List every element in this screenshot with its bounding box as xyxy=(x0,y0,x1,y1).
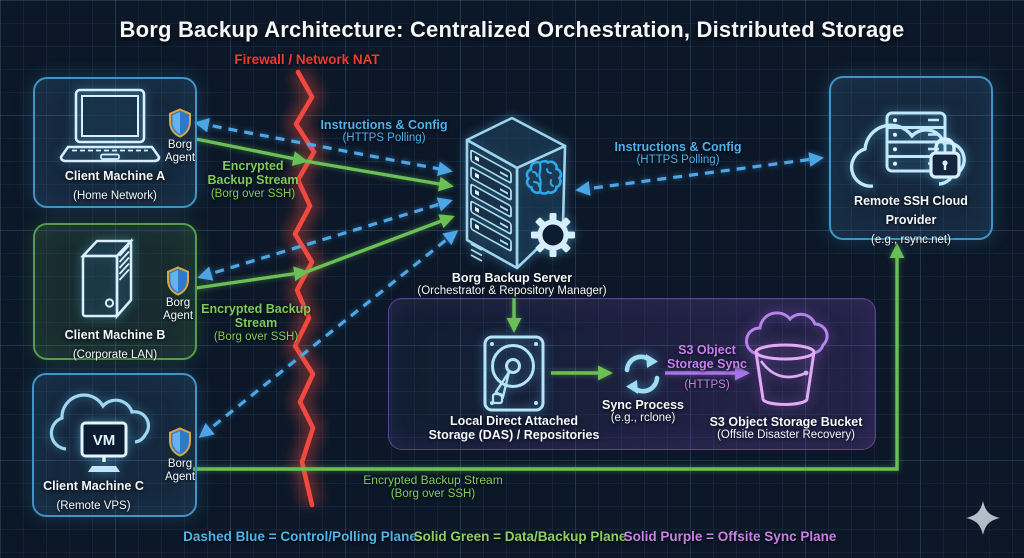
ctrl-remote-label: Instructions & Config (HTTPS Polling) xyxy=(614,140,742,167)
data-c-label: Encrypted Backup Stream (Borg over SSH) xyxy=(363,473,503,500)
legend-data-plane: Solid Green = Data/Backup Plane xyxy=(413,529,627,544)
gear-icon xyxy=(531,213,575,257)
ctrl-a-label: Instructions & Config (HTTPS Polling) xyxy=(320,118,448,145)
agent-label: Borg xyxy=(167,139,193,151)
server-label: Borg Backup Server (Orchestrator & Repos… xyxy=(417,271,607,298)
node-client-b: Borg Agent Client Machine B (Corporate L… xyxy=(33,223,197,362)
cloud-bucket-icon xyxy=(745,311,829,406)
laptop-icon xyxy=(59,88,161,163)
sparkle-icon xyxy=(966,501,1000,535)
hard-drive-icon xyxy=(483,335,545,412)
agent-label: Agent xyxy=(162,310,194,323)
legend-offsite-plane: Solid Purple = Offsite Sync Plane xyxy=(623,529,837,544)
cloud-vm-icon: VM xyxy=(49,393,150,472)
edge-data-a2 xyxy=(304,159,454,192)
node-client-c: VM Borg Agent Client Machine C (Remote V… xyxy=(32,373,197,517)
edge-data-b2 xyxy=(305,214,455,274)
s3-https-label: (HTTPS) xyxy=(684,379,730,391)
node-remote-provider: Remote SSH Cloud Provider (e.g., rsync.n… xyxy=(829,76,993,246)
borg-agent-badge-c: Borg Agent xyxy=(157,427,203,484)
agent-label: Borg xyxy=(165,297,191,309)
node-subtitle: (Remote VPS) xyxy=(56,500,131,513)
node-title: Remote SSH Cloud Provider xyxy=(854,194,968,228)
server-tower-brain-gear-icon xyxy=(465,116,575,270)
borg-agent-badge-b: Borg Agent xyxy=(155,266,201,323)
firewall-label: Firewall / Network NAT xyxy=(234,52,380,67)
node-title: Client Machine A xyxy=(64,169,166,183)
shield-icon xyxy=(167,266,189,296)
node-subtitle: (Home Network) xyxy=(73,190,157,203)
node-client-a: Borg Agent Client Machine A (Home Networ… xyxy=(33,77,197,208)
vm-label: VM xyxy=(93,432,116,449)
agent-label: Borg xyxy=(167,458,193,470)
cloud-server-lock-icon xyxy=(849,111,966,188)
agent-label: Agent xyxy=(164,471,196,484)
firewall-zigzag xyxy=(283,67,326,508)
legend: Dashed Blue = Control/Polling Plane Soli… xyxy=(0,529,1024,549)
das-label: Local Direct Attached Storage (DAS) / Re… xyxy=(428,414,600,443)
node-subtitle: (e.g., rsync.net) xyxy=(871,234,951,247)
node-title: Client Machine B xyxy=(64,328,166,342)
legend-control-plane: Dashed Blue = Control/Polling Plane xyxy=(183,529,417,544)
shield-icon xyxy=(169,427,191,457)
node-title: Client Machine C xyxy=(43,479,144,493)
sync-arrows-icon xyxy=(624,354,660,394)
borg-agent-badge-a: Borg Agent xyxy=(157,108,203,165)
agent-label: Agent xyxy=(164,152,196,165)
edge-data-a1 xyxy=(195,137,308,166)
data-b-label: Encrypted Backup Stream (Borg over SSH) xyxy=(201,302,311,343)
s3-sync-label: S3 Object Storage Sync xyxy=(667,343,747,372)
page-title: Borg Backup Architecture: Centralized Or… xyxy=(119,17,905,42)
data-a-label: Encrypted Backup Stream (Borg over SSH) xyxy=(207,159,299,200)
sync-label: Sync Process (e.g., rclone) xyxy=(602,398,684,425)
tower-pc-icon xyxy=(80,237,134,320)
node-subtitle: (Corporate LAN) xyxy=(72,349,158,362)
shield-icon xyxy=(169,108,191,138)
bucket-label: S3 Object Storage Bucket (Offsite Disast… xyxy=(709,415,863,442)
